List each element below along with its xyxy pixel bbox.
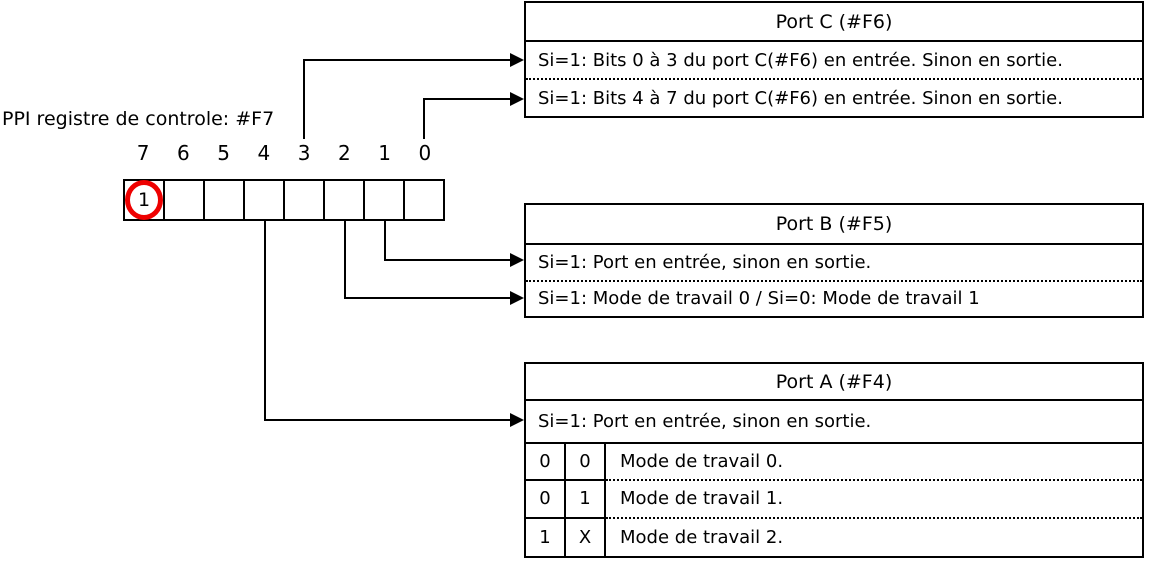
bit-number-row: 7 6 5 4 3 2 1 0 bbox=[123, 141, 445, 165]
arrowhead-icon bbox=[510, 92, 524, 106]
port-a-table: Port A (#F4) Si=1: Port en entrée, sinon… bbox=[524, 362, 1144, 558]
bit-number-7: 7 bbox=[136, 141, 150, 165]
connector-bit0-vertical bbox=[423, 98, 425, 139]
connector-bit4-vertical bbox=[264, 221, 266, 421]
port-b-row-mode: Si=1: Mode de travail 0 / Si=0: Mode de … bbox=[538, 288, 980, 310]
mode0-description: Mode de travail 0. bbox=[606, 444, 1142, 482]
register-bit-cell-1 bbox=[365, 181, 405, 219]
port-a-title: Port A (#F4) bbox=[526, 364, 1142, 401]
mode2-bit-cell-2: X bbox=[566, 518, 606, 556]
port-c-table: Port C (#F6) Si=1: Bits 0 à 3 du port C(… bbox=[524, 1, 1144, 118]
port-a-mode-row-1: 0 1 Mode de travail 1. bbox=[526, 481, 1142, 519]
bit7-highlight-circle bbox=[125, 180, 163, 220]
bit-number-5: 5 bbox=[217, 141, 230, 165]
connector-bit1-horizontal bbox=[384, 259, 512, 261]
mode1-description: Mode de travail 1. bbox=[606, 481, 1142, 519]
connector-bit2-vertical bbox=[344, 221, 346, 299]
connector-bit4-horizontal bbox=[264, 419, 512, 421]
port-b-row-direction: Si=1: Port en entrée, sinon en sortie. bbox=[526, 245, 1142, 282]
bit-number-0: 0 bbox=[418, 141, 432, 165]
port-b-table: Port B (#F5) Si=1: Port en entrée, sinon… bbox=[524, 203, 1144, 318]
register-bit-cell-3 bbox=[285, 181, 325, 219]
mode1-bit-cell-2: 1 bbox=[566, 481, 606, 519]
control-register-box: 1 bbox=[123, 179, 445, 221]
connector-bit2-horizontal bbox=[344, 297, 512, 299]
connector-bit3-vertical bbox=[303, 59, 305, 139]
bit-number-3: 3 bbox=[297, 141, 311, 165]
mode0-bit-cell-1: 0 bbox=[526, 444, 566, 482]
register-bit-cell-5 bbox=[205, 181, 245, 219]
port-c-title: Port C (#F6) bbox=[526, 3, 1142, 42]
register-bit-cell-0 bbox=[405, 181, 443, 219]
register-bit-cell-2 bbox=[325, 181, 365, 219]
arrowhead-icon bbox=[510, 253, 524, 267]
connector-bit0-horizontal bbox=[423, 98, 512, 100]
arrowhead-icon bbox=[510, 413, 524, 427]
port-b-title: Port B (#F5) bbox=[526, 205, 1142, 245]
mode1-bit-cell-1: 0 bbox=[526, 481, 566, 519]
bit-number-6: 6 bbox=[177, 141, 190, 165]
arrowhead-icon bbox=[510, 291, 524, 305]
port-c-row-bits0-3: Si=1: Bits 0 à 3 du port C(#F6) en entré… bbox=[526, 42, 1142, 80]
register-title-label: PPI registre de controle: #F7 bbox=[2, 108, 275, 130]
bit-number-4: 4 bbox=[257, 141, 271, 165]
port-a-row-direction: Si=1: Port en entrée, sinon en sortie. bbox=[526, 401, 1142, 444]
bit-number-2: 2 bbox=[338, 141, 351, 165]
mode2-description: Mode de travail 2. bbox=[620, 526, 784, 548]
arrowhead-icon bbox=[510, 53, 524, 67]
mode2-bit-cell-1: 1 bbox=[526, 518, 566, 556]
mode0-bit-cell-2: 0 bbox=[566, 444, 606, 482]
bit-number-1: 1 bbox=[378, 141, 391, 165]
connector-bit3-horizontal bbox=[303, 59, 512, 61]
port-c-row-bits4-7: Si=1: Bits 4 à 7 du port C(#F6) en entré… bbox=[538, 87, 1063, 109]
port-a-mode-row-2: 1 X Mode de travail 2. bbox=[526, 518, 1142, 556]
port-a-mode-row-0: 0 0 Mode de travail 0. bbox=[526, 444, 1142, 482]
register-bit-cell-4 bbox=[245, 181, 285, 219]
connector-bit1-vertical bbox=[384, 221, 386, 260]
register-bit-cell-6 bbox=[165, 181, 205, 219]
